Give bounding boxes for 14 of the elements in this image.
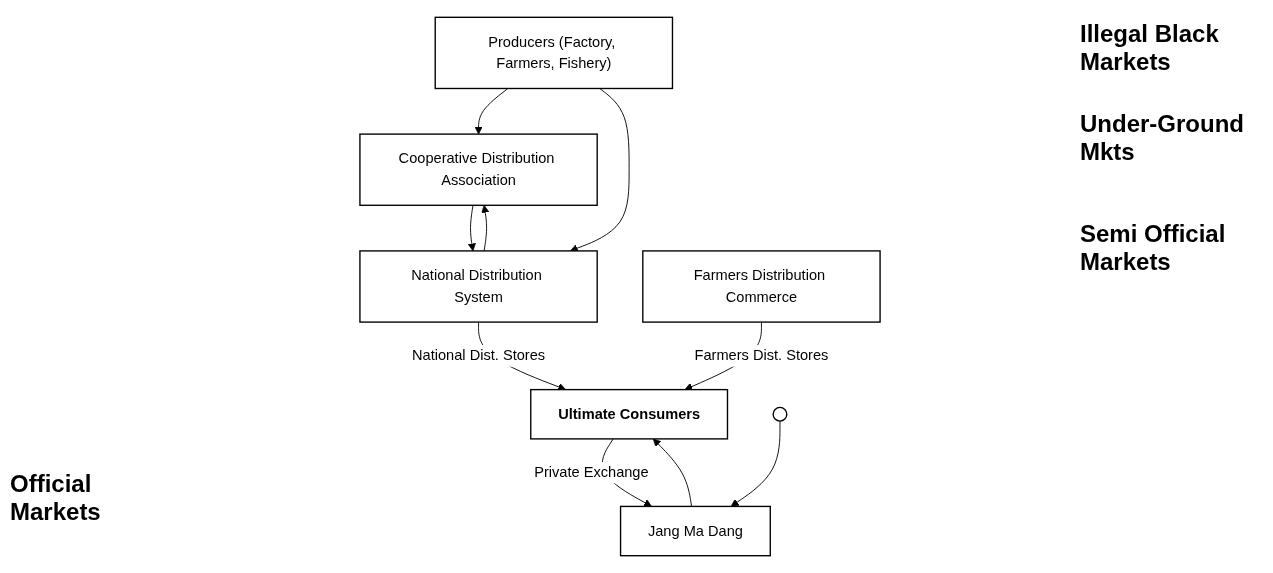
edge-label: Farmers Dist. Stores <box>694 347 829 364</box>
node-box: Producers (Factory, Farmers, Fishery) <box>434 16 674 90</box>
region-label: Illegal Black Markets <box>1080 20 1220 76</box>
edge-label: Private Exchange <box>534 464 649 480</box>
region-label: Official Markets <box>10 470 102 526</box>
node-box: Ultimate Consumers <box>530 388 729 440</box>
node-box: Cooperative Distribution Association <box>359 133 598 206</box>
node-box: Jang Ma Dang <box>619 505 771 557</box>
node-box: Farmers Distribution Commerce <box>642 250 881 323</box>
node-circle <box>772 406 788 422</box>
edge-label: National Dist. Stores <box>412 347 546 364</box>
region-label: Semi Official Markets <box>1080 220 1227 276</box>
node-box: National Distribution System <box>359 250 598 323</box>
region-label: Under-Ground Mkts <box>1080 110 1245 166</box>
